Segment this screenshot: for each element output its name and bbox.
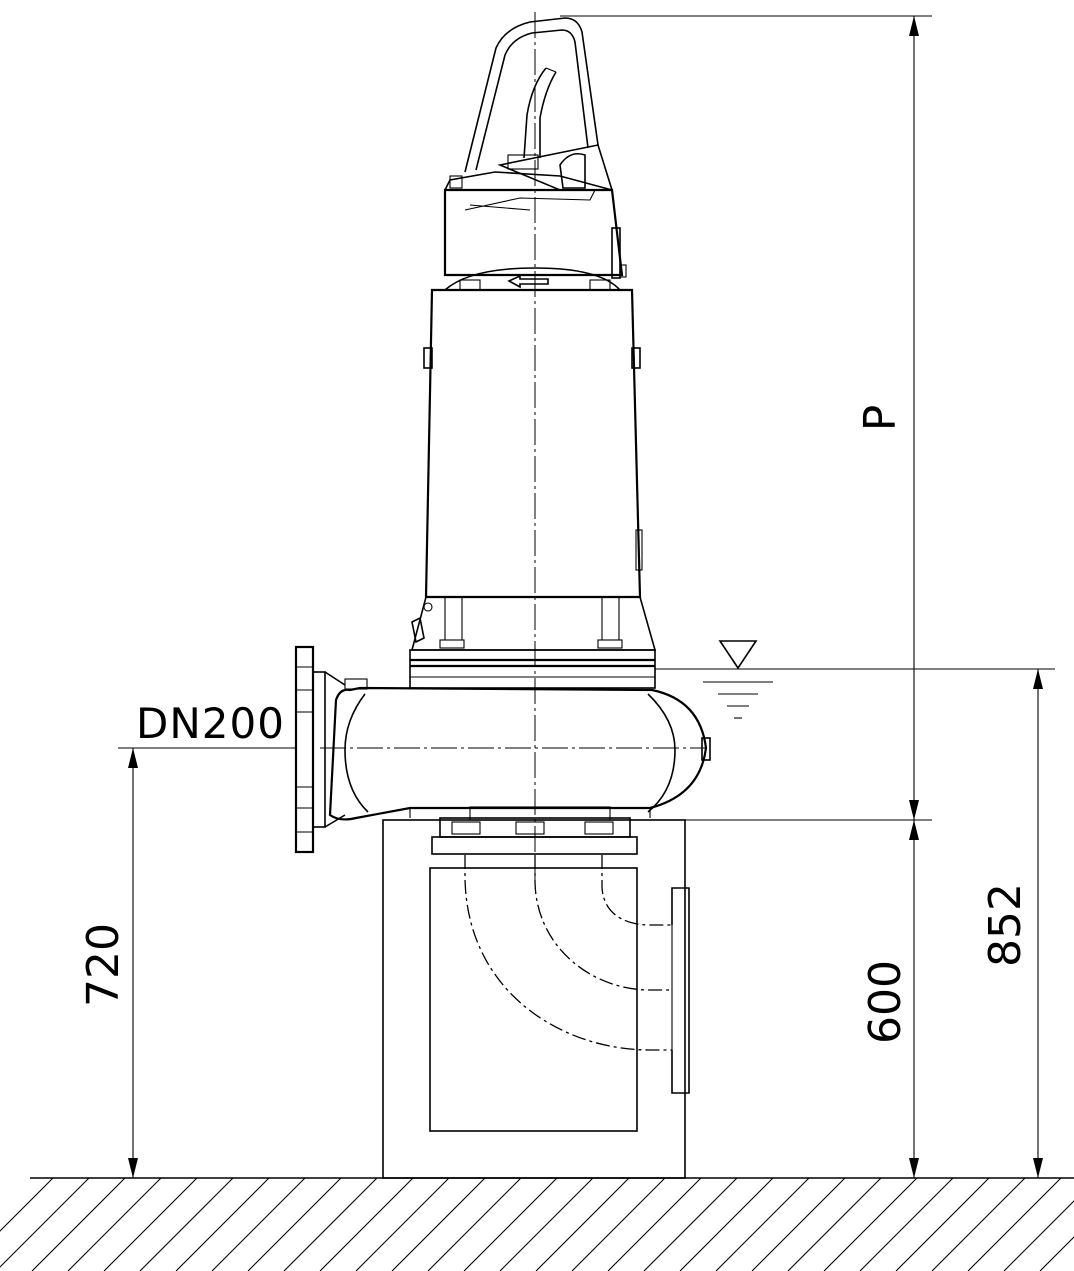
hatch-line — [1003, 1200, 1074, 1271]
hatch-line — [1039, 1236, 1074, 1271]
hatch-line — [787, 1177, 882, 1271]
hatch-line — [463, 1177, 558, 1271]
hatch-line — [751, 1177, 846, 1271]
hatch-line — [715, 1177, 810, 1271]
hatch-line — [103, 1177, 198, 1271]
hatch-line — [535, 1177, 630, 1271]
outlet-size-label: DN200 — [136, 699, 285, 748]
dimension-p-label: P — [855, 405, 906, 432]
hatch-line — [607, 1177, 702, 1271]
hatch-line — [499, 1177, 594, 1271]
hatch-line — [427, 1177, 522, 1271]
hatch-line — [571, 1177, 666, 1271]
dimension-600: 600 — [860, 820, 919, 1178]
dimension-p: P — [855, 16, 919, 820]
dimension-852: 852 — [980, 669, 1043, 1178]
hatch-line — [319, 1177, 414, 1271]
hatch-line — [679, 1177, 774, 1271]
motor-bracket — [410, 596, 657, 651]
hatch-line — [0, 1177, 90, 1268]
ground-hatch — [0, 1177, 1074, 1271]
hatch-line — [895, 1177, 990, 1271]
dimension-720-label: 720 — [78, 923, 129, 1007]
base-stand — [382, 819, 686, 1179]
dimension-720: 720 — [78, 748, 138, 1178]
dimension-600-label: 600 — [860, 960, 911, 1044]
hatch-line — [859, 1177, 954, 1271]
motor-housing — [423, 288, 643, 599]
discharge-flange — [294, 645, 346, 854]
hatch-line — [355, 1177, 450, 1271]
power-cable — [523, 67, 557, 159]
pump-volute — [328, 678, 711, 821]
hatch-line — [283, 1177, 378, 1271]
lifting-handle — [464, 17, 599, 173]
water-level-triangle-icon — [703, 640, 773, 719]
dimension-852-label: 852 — [980, 883, 1031, 967]
hatch-line — [823, 1177, 918, 1271]
discharge-bend-hidden — [464, 855, 690, 1094]
hatch-line — [211, 1177, 306, 1271]
hatch-line — [931, 1177, 1026, 1271]
centerlines — [320, 12, 706, 880]
top-cover — [443, 144, 627, 291]
hatch-line — [391, 1177, 486, 1271]
hatch-line — [643, 1177, 738, 1271]
hatch-line — [31, 1177, 126, 1271]
extension-lines — [118, 15, 1055, 821]
hatch-line — [175, 1177, 270, 1271]
hatch-line — [67, 1177, 162, 1271]
hatch-line — [247, 1177, 342, 1271]
seal-chamber — [409, 649, 656, 689]
hatch-line — [139, 1177, 234, 1271]
hatch-line — [0, 1177, 54, 1232]
hatch-line — [967, 1177, 1062, 1271]
